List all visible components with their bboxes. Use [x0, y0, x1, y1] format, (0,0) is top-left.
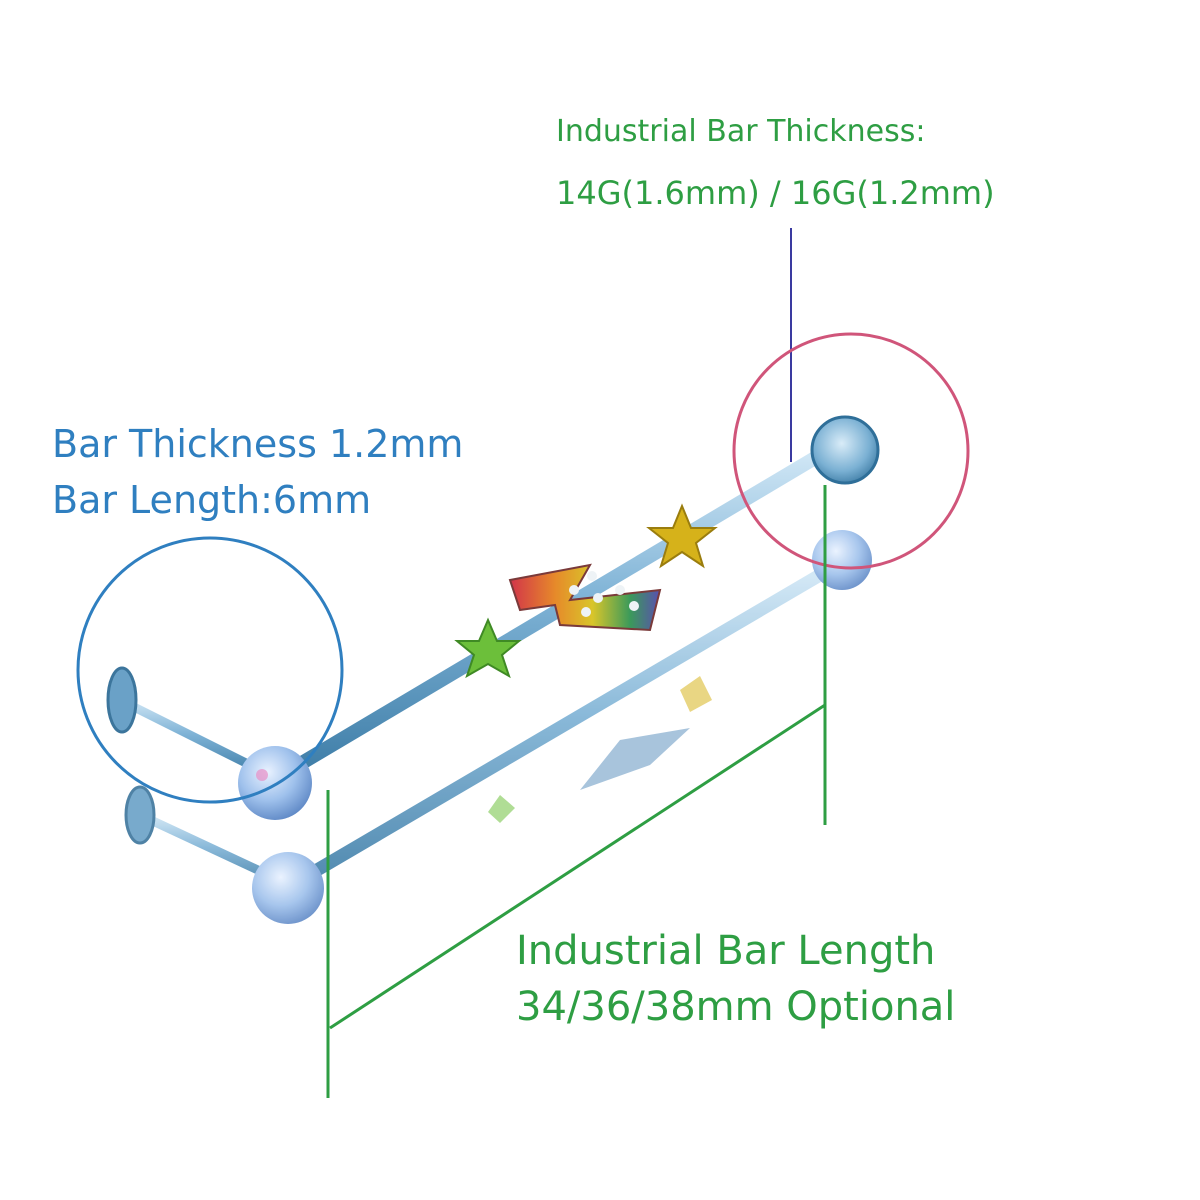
lower-lightning-icon — [580, 728, 690, 790]
lower-barbell — [124, 530, 872, 924]
lower-right-ball — [812, 530, 872, 590]
upper-dome-end — [810, 415, 880, 485]
bar-thickness-label: Bar Thickness 1.2mm — [52, 422, 464, 466]
rainbow-lightning-icon — [508, 563, 662, 632]
upper-opal-ball — [238, 746, 312, 820]
lower-opal-ball — [252, 852, 324, 924]
bar-length-label: Bar Length:6mm — [52, 478, 372, 522]
lower-yellow-star-icon — [680, 676, 712, 712]
industrial-thickness-circle — [732, 332, 970, 570]
lower-disc-end — [124, 785, 156, 845]
lower-star-icon — [488, 795, 515, 823]
industrial-thickness-title: Industrial Bar Thickness: — [556, 114, 926, 149]
upper-barbell — [106, 415, 880, 820]
industrial-thickness-value: 14G(1.6mm) / 16G(1.2mm) — [556, 174, 995, 212]
industrial-length-title: Industrial Bar Length — [516, 928, 936, 974]
green-star-icon — [454, 617, 522, 679]
bar-thickness-circle — [76, 536, 344, 804]
upper-disc-end — [106, 666, 138, 734]
industrial-length-dimension — [326, 485, 827, 1098]
yellow-star-icon — [646, 503, 718, 569]
industrial-length-value: 34/36/38mm Optional — [516, 984, 956, 1030]
